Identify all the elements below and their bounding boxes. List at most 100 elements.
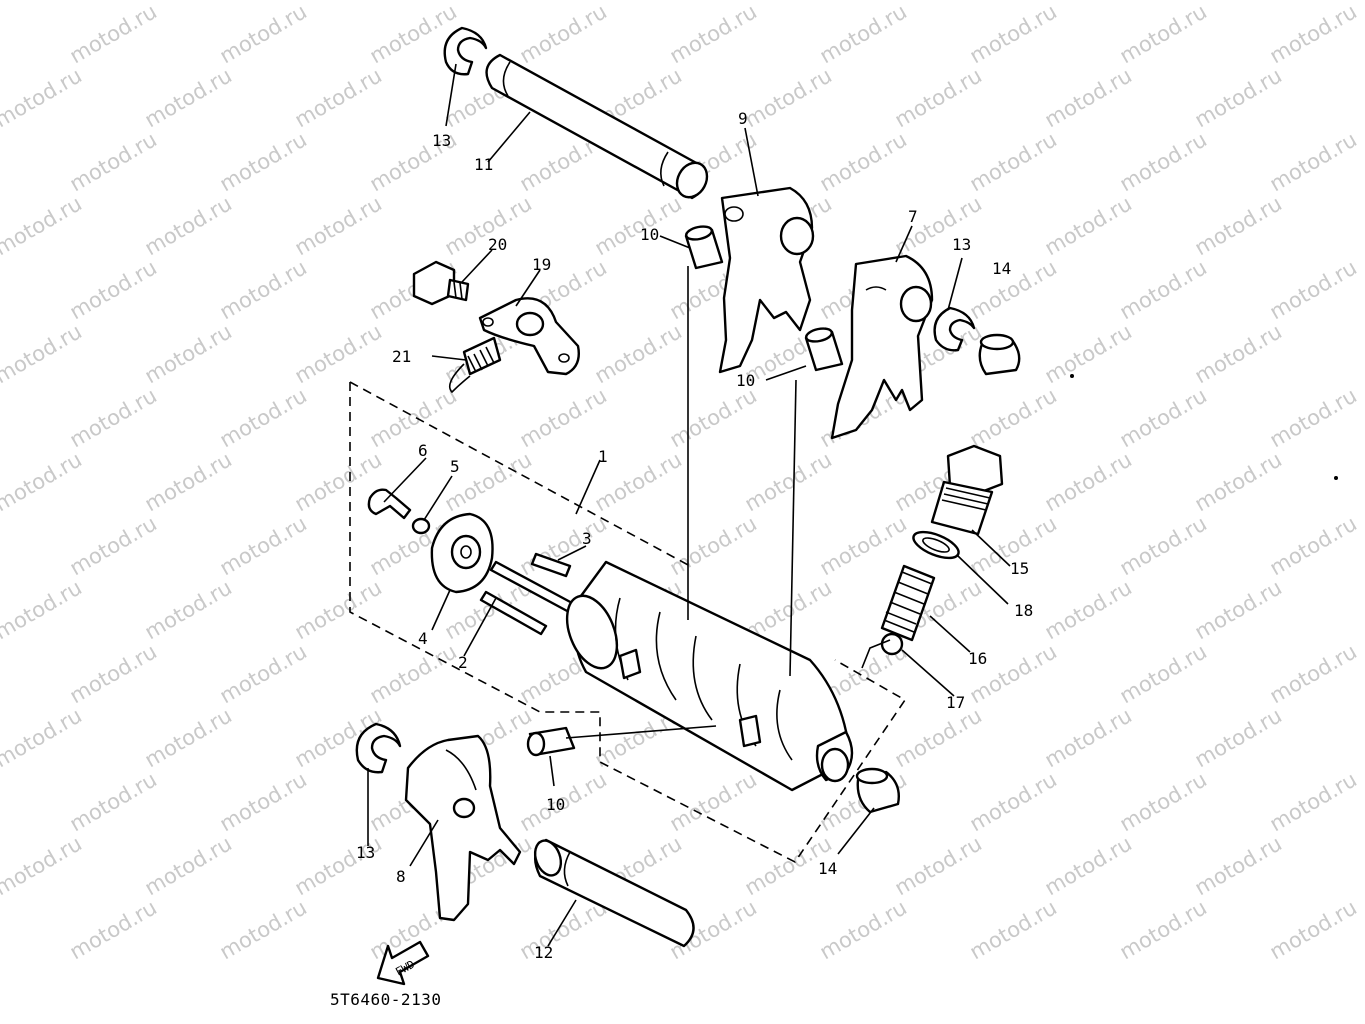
watermark-text: motod.ru	[591, 191, 686, 260]
callout-15: 15	[1010, 559, 1029, 578]
watermark-text: motod.ru	[216, 0, 311, 68]
watermark-text: motod.ru	[1266, 639, 1361, 708]
part-15-plug-bolt	[930, 444, 1004, 536]
part-10-guide-pin-a	[684, 225, 724, 270]
part-10-guide-pin-c	[526, 726, 576, 757]
watermark-text: motod.ru	[516, 0, 611, 68]
watermark-text: motod.ru	[366, 639, 461, 708]
watermark-text: motod.ru	[0, 831, 86, 900]
watermark-text: motod.ru	[1041, 191, 1136, 260]
watermark-text: motod.ru	[0, 703, 86, 772]
callout-10-bottom: 10	[546, 795, 565, 814]
watermark-text: motod.ru	[1266, 0, 1361, 68]
part-19-stopper-lever	[478, 297, 580, 376]
watermark-text: motod.ru	[1266, 383, 1361, 452]
watermark-text: motod.ru	[1191, 703, 1286, 772]
callout-13-bottom: 13	[356, 843, 375, 862]
watermark-text: motod.ru	[0, 575, 86, 644]
watermark-text: motod.ru	[966, 255, 1061, 324]
watermark-text: motod.ru	[891, 191, 986, 260]
fwd-direction-arrow: FWD	[376, 940, 430, 986]
watermark-text: motod.ru	[1041, 447, 1136, 516]
watermark-text: motod.ru	[1266, 767, 1361, 836]
watermark-text: motod.ru	[291, 191, 386, 260]
watermark-text: motod.ru	[666, 767, 761, 836]
watermark-text: motod.ru	[1191, 575, 1286, 644]
watermark-text: motod.ru	[1116, 511, 1211, 580]
callout-3: 3	[582, 529, 592, 548]
watermark-text: motod.ru	[1191, 319, 1286, 388]
callout-19: 19	[532, 255, 551, 274]
diagram-part-code: 5T6460-2130	[330, 990, 442, 1009]
callout-14-bottom: 14	[818, 859, 837, 878]
watermark-text: motod.ru	[141, 703, 236, 772]
callout-11: 11	[474, 155, 493, 174]
part-3-dowel-pin	[530, 552, 572, 578]
callout-21: 21	[392, 347, 411, 366]
watermark-text: motod.ru	[741, 63, 836, 132]
watermark-text: motod.ru	[816, 895, 911, 964]
leader-lines	[367, 63, 1011, 947]
callout-numbers: 13 11 9 10 20 19 7 13 14 21 10 6 5 1 3 1…	[356, 109, 1033, 962]
watermark-text: motod.ru	[1041, 63, 1136, 132]
watermark-text: motod.ru	[1116, 639, 1211, 708]
callout-10-mid: 10	[736, 371, 755, 390]
callout-1: 1	[598, 447, 608, 466]
scan-dot	[1070, 374, 1074, 378]
watermark-text: motod.ru	[0, 63, 86, 132]
watermark-text: motod.ru	[216, 255, 311, 324]
part-13-circlip-mid	[933, 306, 976, 352]
watermark-text: motod.ru	[591, 319, 686, 388]
watermark-text: motod.ru	[516, 383, 611, 452]
watermark-text: motod.ru	[966, 127, 1061, 196]
watermark-text: motod.ru	[1191, 447, 1286, 516]
part-13-circlip-top	[443, 26, 488, 76]
callout-10-top: 10	[640, 225, 659, 244]
watermark-text: motod.ru	[816, 127, 911, 196]
watermark-text: motod.ru	[1266, 511, 1361, 580]
watermark-text: motod.ru	[1116, 383, 1211, 452]
part-13-circlip-bottom	[355, 722, 402, 774]
callout-17: 17	[946, 693, 965, 712]
watermark-text: motod.ru	[216, 511, 311, 580]
watermark-text: motod.ru	[816, 511, 911, 580]
watermark-text: motod.ru	[291, 63, 386, 132]
watermark-text: motod.ru	[66, 767, 161, 836]
watermark-text: motod.ru	[66, 383, 161, 452]
watermark-text: motod.ru	[966, 0, 1061, 68]
part-9-shift-fork	[718, 186, 815, 374]
watermark-text: motod.ru	[666, 0, 761, 68]
watermark-text: motod.ru	[966, 767, 1061, 836]
watermark-text: motod.ru	[0, 319, 86, 388]
watermark-text: motod.ru	[141, 319, 236, 388]
watermark-text: motod.ru	[666, 383, 761, 452]
callout-16: 16	[968, 649, 987, 668]
callout-12: 12	[534, 943, 553, 962]
watermark-text: motod.ru	[0, 447, 86, 516]
watermark-text: motod.ru	[66, 895, 161, 964]
part-7-shift-fork	[830, 254, 934, 440]
watermark-text: motod.ru	[291, 575, 386, 644]
watermark-text: motod.ru	[0, 191, 86, 260]
part-6-screw	[367, 488, 412, 520]
watermark-text: motod.ru	[1266, 127, 1361, 196]
part-11-shift-fork-shaft	[485, 53, 709, 200]
watermark-text: motod.ru	[216, 767, 311, 836]
watermark-text: motod.ru	[1041, 831, 1136, 900]
part-14-bearing-top	[978, 333, 1021, 376]
watermark-text: motod.ru	[66, 511, 161, 580]
watermark-text: motod.ru	[1191, 63, 1286, 132]
watermark-text: motod.ru	[966, 895, 1061, 964]
watermark-text: motod.ru	[216, 639, 311, 708]
callout-4: 4	[418, 629, 428, 648]
part-18-gasket	[912, 530, 960, 560]
watermark-text: motod.ru	[1041, 575, 1136, 644]
part-16-spring	[880, 564, 936, 642]
watermark-text: motod.ru	[1116, 767, 1211, 836]
watermark-text: motod.ru	[66, 127, 161, 196]
watermark-text: motod.ru	[66, 639, 161, 708]
watermark-text: motod.ru	[291, 319, 386, 388]
